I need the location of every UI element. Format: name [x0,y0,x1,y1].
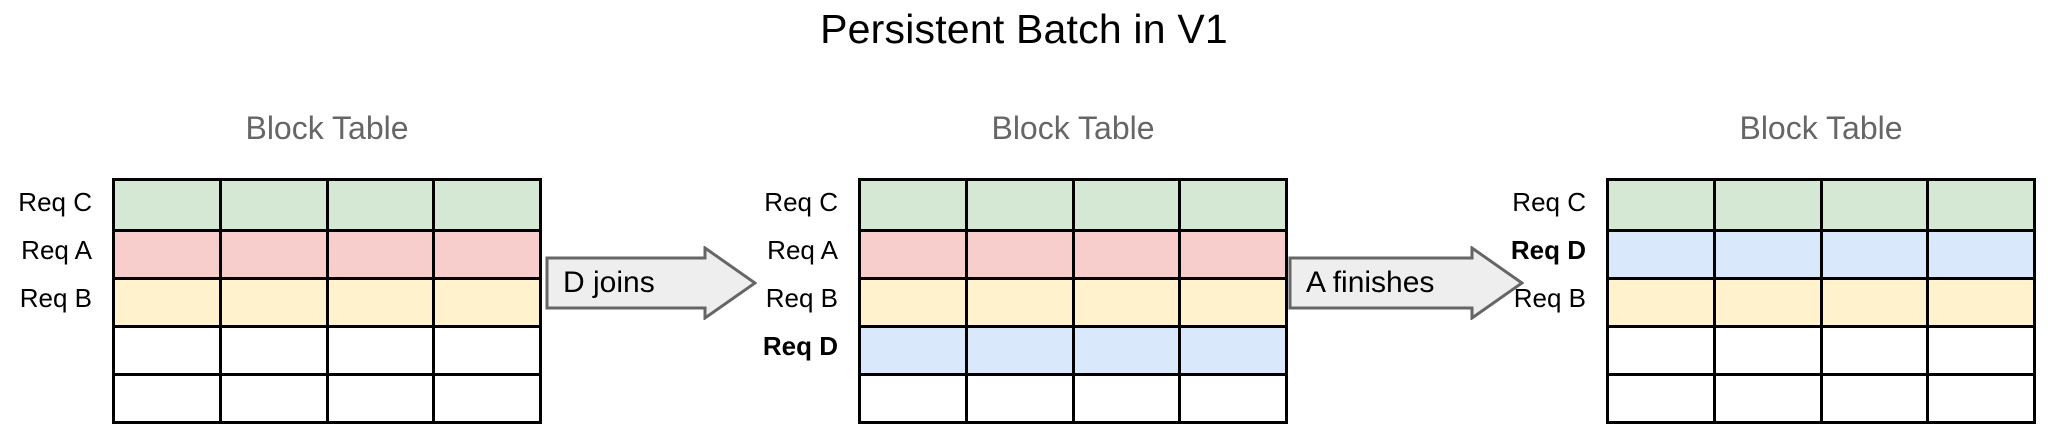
block-cell[interactable] [1178,181,1285,229]
block-cell[interactable] [964,232,1072,277]
block-cell[interactable] [1819,181,1927,229]
block-table-grid [858,178,1288,424]
block-cell[interactable] [964,328,1072,373]
page-title: Persistent Batch in V1 [820,6,1228,52]
block-cell[interactable] [325,376,433,421]
row-label-req-c: Req C [764,187,838,217]
block-cell[interactable] [218,181,326,229]
block-cell[interactable] [1178,328,1285,373]
block-cell[interactable] [1178,232,1285,277]
block-cell[interactable] [964,280,1072,325]
row-label-req-a: Req A [21,235,92,265]
table-row[interactable] [861,229,1285,277]
block-cell[interactable] [1926,181,2033,229]
block-cell[interactable] [1178,376,1285,421]
table-row[interactable] [861,373,1285,421]
block-cell[interactable] [1609,280,1713,325]
row-label-req-b: Req B [19,283,92,313]
block-cell[interactable] [115,280,219,325]
block-cell[interactable] [1819,328,1927,373]
block-cell[interactable] [1071,181,1179,229]
table-row[interactable] [115,229,539,277]
block-cell[interactable] [218,376,326,421]
block-cell[interactable] [325,328,433,373]
row-label-req-c: Req C [18,187,92,217]
row-label-req-d: Req D [1510,235,1586,265]
block-cell[interactable] [432,376,539,421]
table-row[interactable] [1609,229,2033,277]
block-cell[interactable] [1926,328,2033,373]
block-cell[interactable] [1609,328,1713,373]
row-label-req-b: Req B [1513,283,1586,313]
block-cell[interactable] [1712,181,1820,229]
table-row[interactable] [1609,181,2033,229]
block-cell[interactable] [218,280,326,325]
table-row[interactable] [115,325,539,373]
block-cell[interactable] [861,376,965,421]
block-table-title: Block Table [1739,110,1903,146]
block-table-grid [1606,178,2036,424]
table-row[interactable] [115,181,539,229]
block-cell[interactable] [1609,232,1713,277]
block-cell[interactable] [861,232,965,277]
table-row[interactable] [861,277,1285,325]
table-row[interactable] [1609,325,2033,373]
table-row[interactable] [861,325,1285,373]
block-cell[interactable] [432,280,539,325]
block-cell[interactable] [1926,280,2033,325]
block-cell[interactable] [1071,232,1179,277]
block-cell[interactable] [1071,376,1179,421]
row-label-req-a: Req A [767,235,838,265]
block-cell[interactable] [1712,280,1820,325]
block-cell[interactable] [1071,280,1179,325]
table-row[interactable] [861,181,1285,229]
row-label-req-b: Req B [765,283,838,313]
block-cell[interactable] [115,376,219,421]
block-cell[interactable] [861,280,965,325]
block-cell[interactable] [1819,232,1927,277]
block-cell[interactable] [1178,280,1285,325]
block-cell[interactable] [432,328,539,373]
block-table-title: Block Table [991,110,1155,146]
block-cell[interactable] [1712,376,1820,421]
block-cell[interactable] [325,181,433,229]
block-cell[interactable] [1819,376,1927,421]
block-cell[interactable] [115,232,219,277]
block-cell[interactable] [115,328,219,373]
transition-arrow-1: D joins [545,246,757,320]
transition-arrow-2: A finishes [1288,246,1524,320]
table-row[interactable] [1609,373,2033,421]
table-row[interactable] [115,277,539,325]
block-cell[interactable] [964,181,1072,229]
block-cell[interactable] [1609,181,1713,229]
block-table-grid [112,178,542,424]
block-cell[interactable] [432,181,539,229]
block-cell[interactable] [325,280,433,325]
block-cell[interactable] [1609,376,1713,421]
block-cell[interactable] [861,181,965,229]
block-cell[interactable] [964,376,1072,421]
block-cell[interactable] [218,328,326,373]
block-cell[interactable] [218,232,326,277]
row-label-req-c: Req C [1512,187,1586,217]
arrow-shape-icon [545,246,757,320]
block-cell[interactable] [1819,280,1927,325]
table-row[interactable] [115,373,539,421]
row-label-req-d: Req D [762,331,838,361]
block-cell[interactable] [432,232,539,277]
block-cell[interactable] [325,232,433,277]
block-cell[interactable] [861,328,965,373]
block-cell[interactable] [1926,232,2033,277]
block-cell[interactable] [1712,232,1820,277]
block-cell[interactable] [115,181,219,229]
block-table-title: Block Table [245,110,409,146]
block-cell[interactable] [1071,328,1179,373]
table-row[interactable] [1609,277,2033,325]
block-cell[interactable] [1712,328,1820,373]
block-cell[interactable] [1926,376,2033,421]
arrow-shape-icon [1288,246,1524,320]
